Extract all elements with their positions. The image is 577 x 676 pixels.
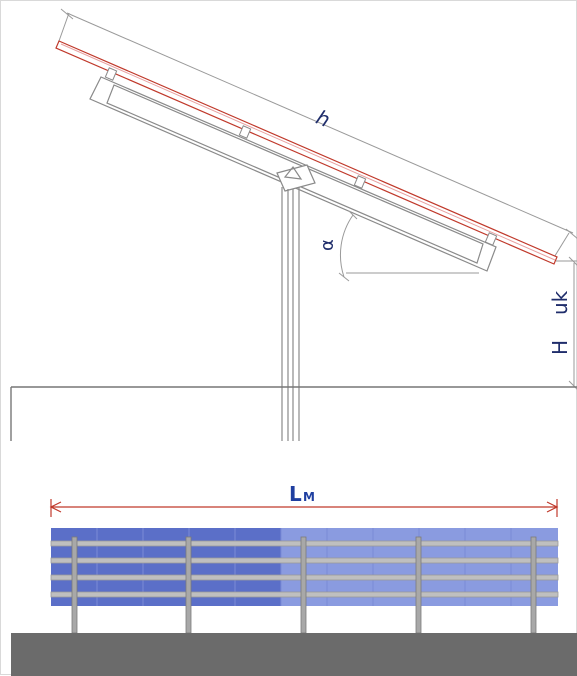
ground-line: [10, 386, 577, 441]
clearance-dimension: [556, 256, 577, 390]
h-dimension: [58, 8, 577, 260]
tilt-angle-indicator: [338, 210, 479, 282]
solar-module-side: [55, 40, 558, 265]
front-view: L M: [11, 482, 577, 676]
h-uk-label-main: H: [548, 340, 572, 355]
h-uk-label-sub: uk: [548, 290, 572, 315]
alpha-label: α: [317, 239, 338, 251]
lm-label-main: L: [289, 482, 302, 506]
lm-label-sub: M: [303, 490, 315, 504]
support-post: [281, 187, 300, 441]
ground-surface: [11, 633, 577, 676]
pivot-bracket: [276, 164, 316, 192]
side-view: h: [10, 8, 577, 441]
lm-dimension: [49, 499, 559, 517]
front-posts: [71, 536, 537, 634]
